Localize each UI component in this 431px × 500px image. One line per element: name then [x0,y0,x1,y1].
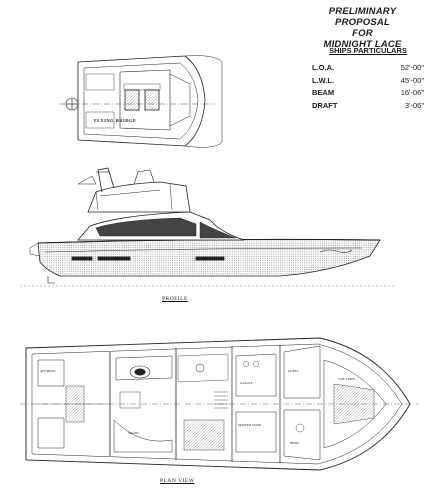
flying-bridge-label: FLYING BRIDGE [94,118,137,123]
room-label-aft-deck: AFT DECK [40,369,56,373]
spec-row-loa: L.O.A. 52'-00" [312,63,424,76]
room-label-guest: GUEST [288,369,298,373]
room-label-vip: V.I.P. STATE [338,377,355,381]
title-line-3: MIDNIGHT LACE [323,39,402,50]
title-line-1: PRELIMINARY PROPOSAL [328,6,397,28]
plan-view [20,337,418,471]
spec-value: 52'-00" [400,63,424,72]
spec-row-draft: DRAFT 3'-06" [312,101,424,114]
spec-label: BEAM [312,88,335,97]
title-block: PRELIMINARY PROPOSAL FOR MIDNIGHT LACE [300,6,425,50]
spec-label: L.W.L. [312,75,335,85]
spec-label: L.O.A. [312,63,335,72]
spec-label: DRAFT [312,100,338,110]
title-line-2: FOR [352,28,373,39]
spec-row-beam: BEAM 16'-06" [312,88,424,101]
room-label-salon: SALON [128,431,139,435]
room-label-head: HEAD [290,441,300,445]
spec-row-lwl: L.W.L. 45'-00" [312,76,424,89]
flying-bridge-view [60,55,223,148]
particulars-heading: SHIPS PARTICULARS [329,46,407,55]
ships-particulars: SHIPS PARTICULARS L.O.A. 52'-00" L.W.L. … [312,46,424,113]
room-label-galley: GALLEY [240,381,253,385]
spec-value: 45'-00" [400,75,424,85]
plan-view-label: PLAN VIEW [160,478,195,484]
room-labels: AFT DECK SALON GALLEY MASTER STATE GUEST… [40,369,355,445]
spec-value: 16'-06" [400,88,424,97]
room-label-master: MASTER STATE [238,423,261,427]
profile-view [20,167,395,287]
profile-label: PROFILE [162,296,188,302]
spec-value: 3'-06" [404,100,424,110]
